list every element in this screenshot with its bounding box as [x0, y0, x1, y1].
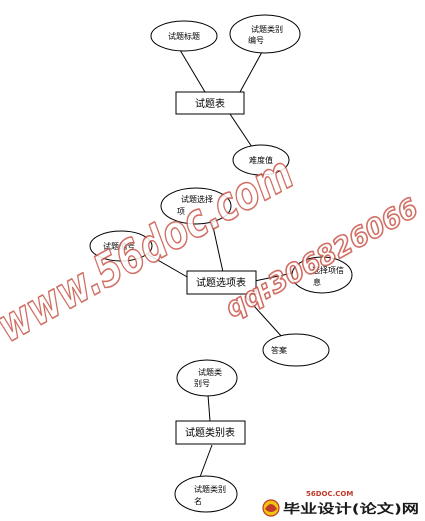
watermark-site-text: www.56doc.com — [0, 145, 302, 352]
attr-option-info: 选择项信 息 — [291, 256, 353, 294]
attr-cat-no-line2: 别号 — [194, 379, 210, 388]
connector-option-info — [249, 272, 294, 283]
entity-option-table-label: 试题选项表 — [196, 276, 246, 289]
attr-option-info-line1: 选择项信 — [312, 265, 344, 275]
attr-difficulty-label: 难度值 — [249, 155, 273, 165]
logo-small-text: 56DOC.COM — [306, 490, 353, 498]
entity-category-table: 试题类别表 — [175, 420, 246, 445]
attr-cat-name-line2: 名 — [194, 496, 202, 506]
logo-emblem-icon — [262, 499, 280, 517]
connector-answer — [244, 295, 284, 339]
attr-category-no-line2: 编号 — [248, 35, 264, 45]
watermark-site: www.56doc.com — [0, 145, 303, 354]
attr-question-no: 试题编号 — [89, 230, 153, 262]
attr-question-no-label: 试题编号 — [103, 241, 135, 251]
attr-category-no: 试题类别 编号 — [229, 14, 301, 54]
attr-option-no-line1: 试题选择 — [181, 194, 213, 204]
connector-category-no — [239, 51, 263, 93]
entity-question-table-label: 试题表 — [195, 97, 225, 110]
attr-option-no-line2: 项 — [177, 207, 185, 216]
attr-cat-name: 试题类别 名 — [174, 475, 238, 513]
attr-difficulty: 难度值 — [232, 144, 290, 176]
attr-option-no: 试题选择 项 — [160, 187, 232, 225]
connector-cat-name — [199, 444, 213, 478]
attr-answer: 答案 — [262, 333, 330, 367]
connector-cat-no — [207, 394, 211, 422]
attr-option-info-line2: 息 — [313, 277, 321, 287]
connectors — [141, 49, 294, 478]
attr-answer-label: 答案 — [271, 345, 287, 355]
connector-difficulty — [229, 113, 253, 148]
entity-option-table: 试题选项表 — [186, 270, 257, 295]
entity-question-table: 试题表 — [175, 91, 245, 115]
attr-cat-no-line1: 试题类 — [198, 367, 222, 377]
attr-cat-no: 试题类 别号 — [176, 359, 238, 397]
attr-cat-name-line1: 试题类别 — [194, 484, 226, 494]
attr-question-title-label: 试题标题 — [168, 31, 200, 41]
attr-question-title: 试题标题 — [150, 20, 218, 52]
attr-category-no-line1: 试题类别 — [251, 24, 283, 34]
entity-category-table-label: 试题类别表 — [185, 426, 235, 439]
connector-option-no — [211, 221, 224, 273]
connector-question-no — [141, 250, 190, 279]
site-logo: 56DOC.COM 毕业设计(论文)网 — [262, 490, 419, 517]
connector-title — [179, 49, 206, 93]
logo-text: 毕业设计(论文)网 — [283, 501, 419, 516]
